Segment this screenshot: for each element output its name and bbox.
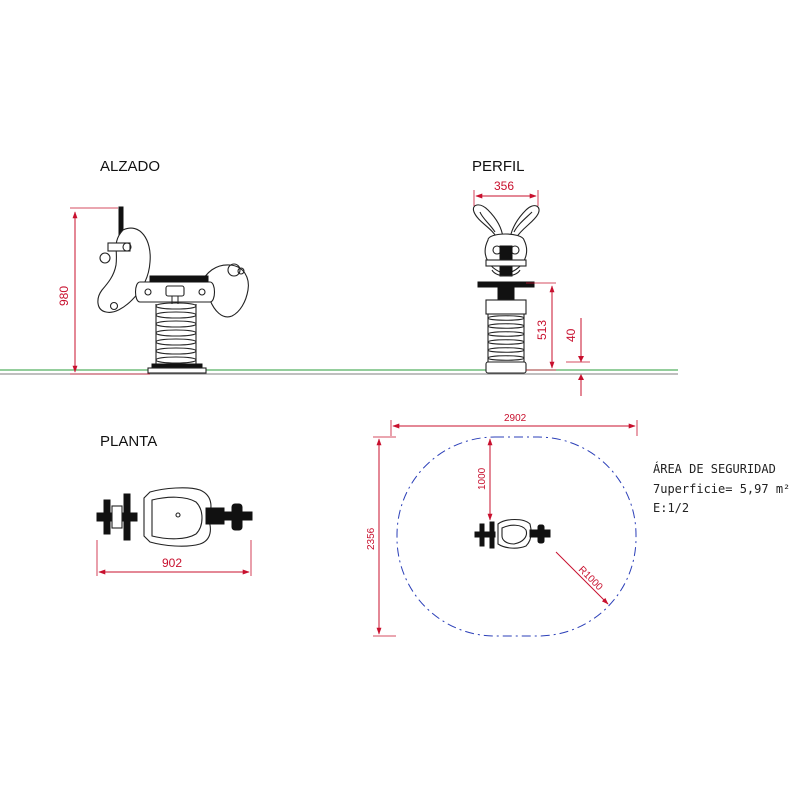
dimension-area-width: 2902	[390, 413, 638, 436]
safety-area-scale: E:1/2	[653, 501, 689, 515]
area-height-label: 2356	[366, 527, 377, 550]
safety-area-boundary	[396, 436, 637, 637]
safety-area-info: ÁREA DE SEGURIDAD 7uperficie= 5,97 m² E:…	[653, 461, 790, 515]
plan-view	[96, 487, 253, 547]
area-offset-label: 1000	[477, 467, 488, 490]
dimension-area-radius: R1000	[555, 551, 609, 605]
elevation-title: ALZADO	[100, 158, 160, 175]
elevation-height-label: 980	[57, 286, 71, 306]
dimension-profile-seat-height: 513	[526, 282, 556, 371]
safety-area-surface: 7uperficie= 5,97 m²	[653, 482, 790, 496]
dimension-profile-width: 356	[473, 179, 539, 206]
dimension-area-offset: 1000	[477, 438, 493, 521]
dimension-elevation-height: 980	[57, 207, 150, 375]
profile-width-label: 356	[494, 179, 514, 193]
profile-title: PERFIL	[472, 158, 525, 175]
safety-area-title: ÁREA DE SEGURIDAD	[653, 461, 776, 476]
plan-title: PLANTA	[100, 433, 157, 450]
dimension-area-height: 2356	[366, 436, 396, 637]
ground-line	[0, 369, 678, 375]
dimension-profile-base: 40	[564, 318, 590, 396]
safety-area-equipment	[474, 518, 551, 549]
elevation-view	[97, 206, 249, 374]
dimension-plan-length: 902	[96, 540, 252, 576]
safety-area	[396, 436, 637, 637]
profile-view	[472, 204, 540, 374]
profile-seat-height-label: 513	[535, 320, 549, 340]
plan-length-label: 902	[162, 556, 182, 570]
area-radius-label: R1000	[576, 564, 605, 593]
profile-base-label: 40	[564, 328, 578, 342]
area-width-label: 2902	[504, 413, 527, 424]
